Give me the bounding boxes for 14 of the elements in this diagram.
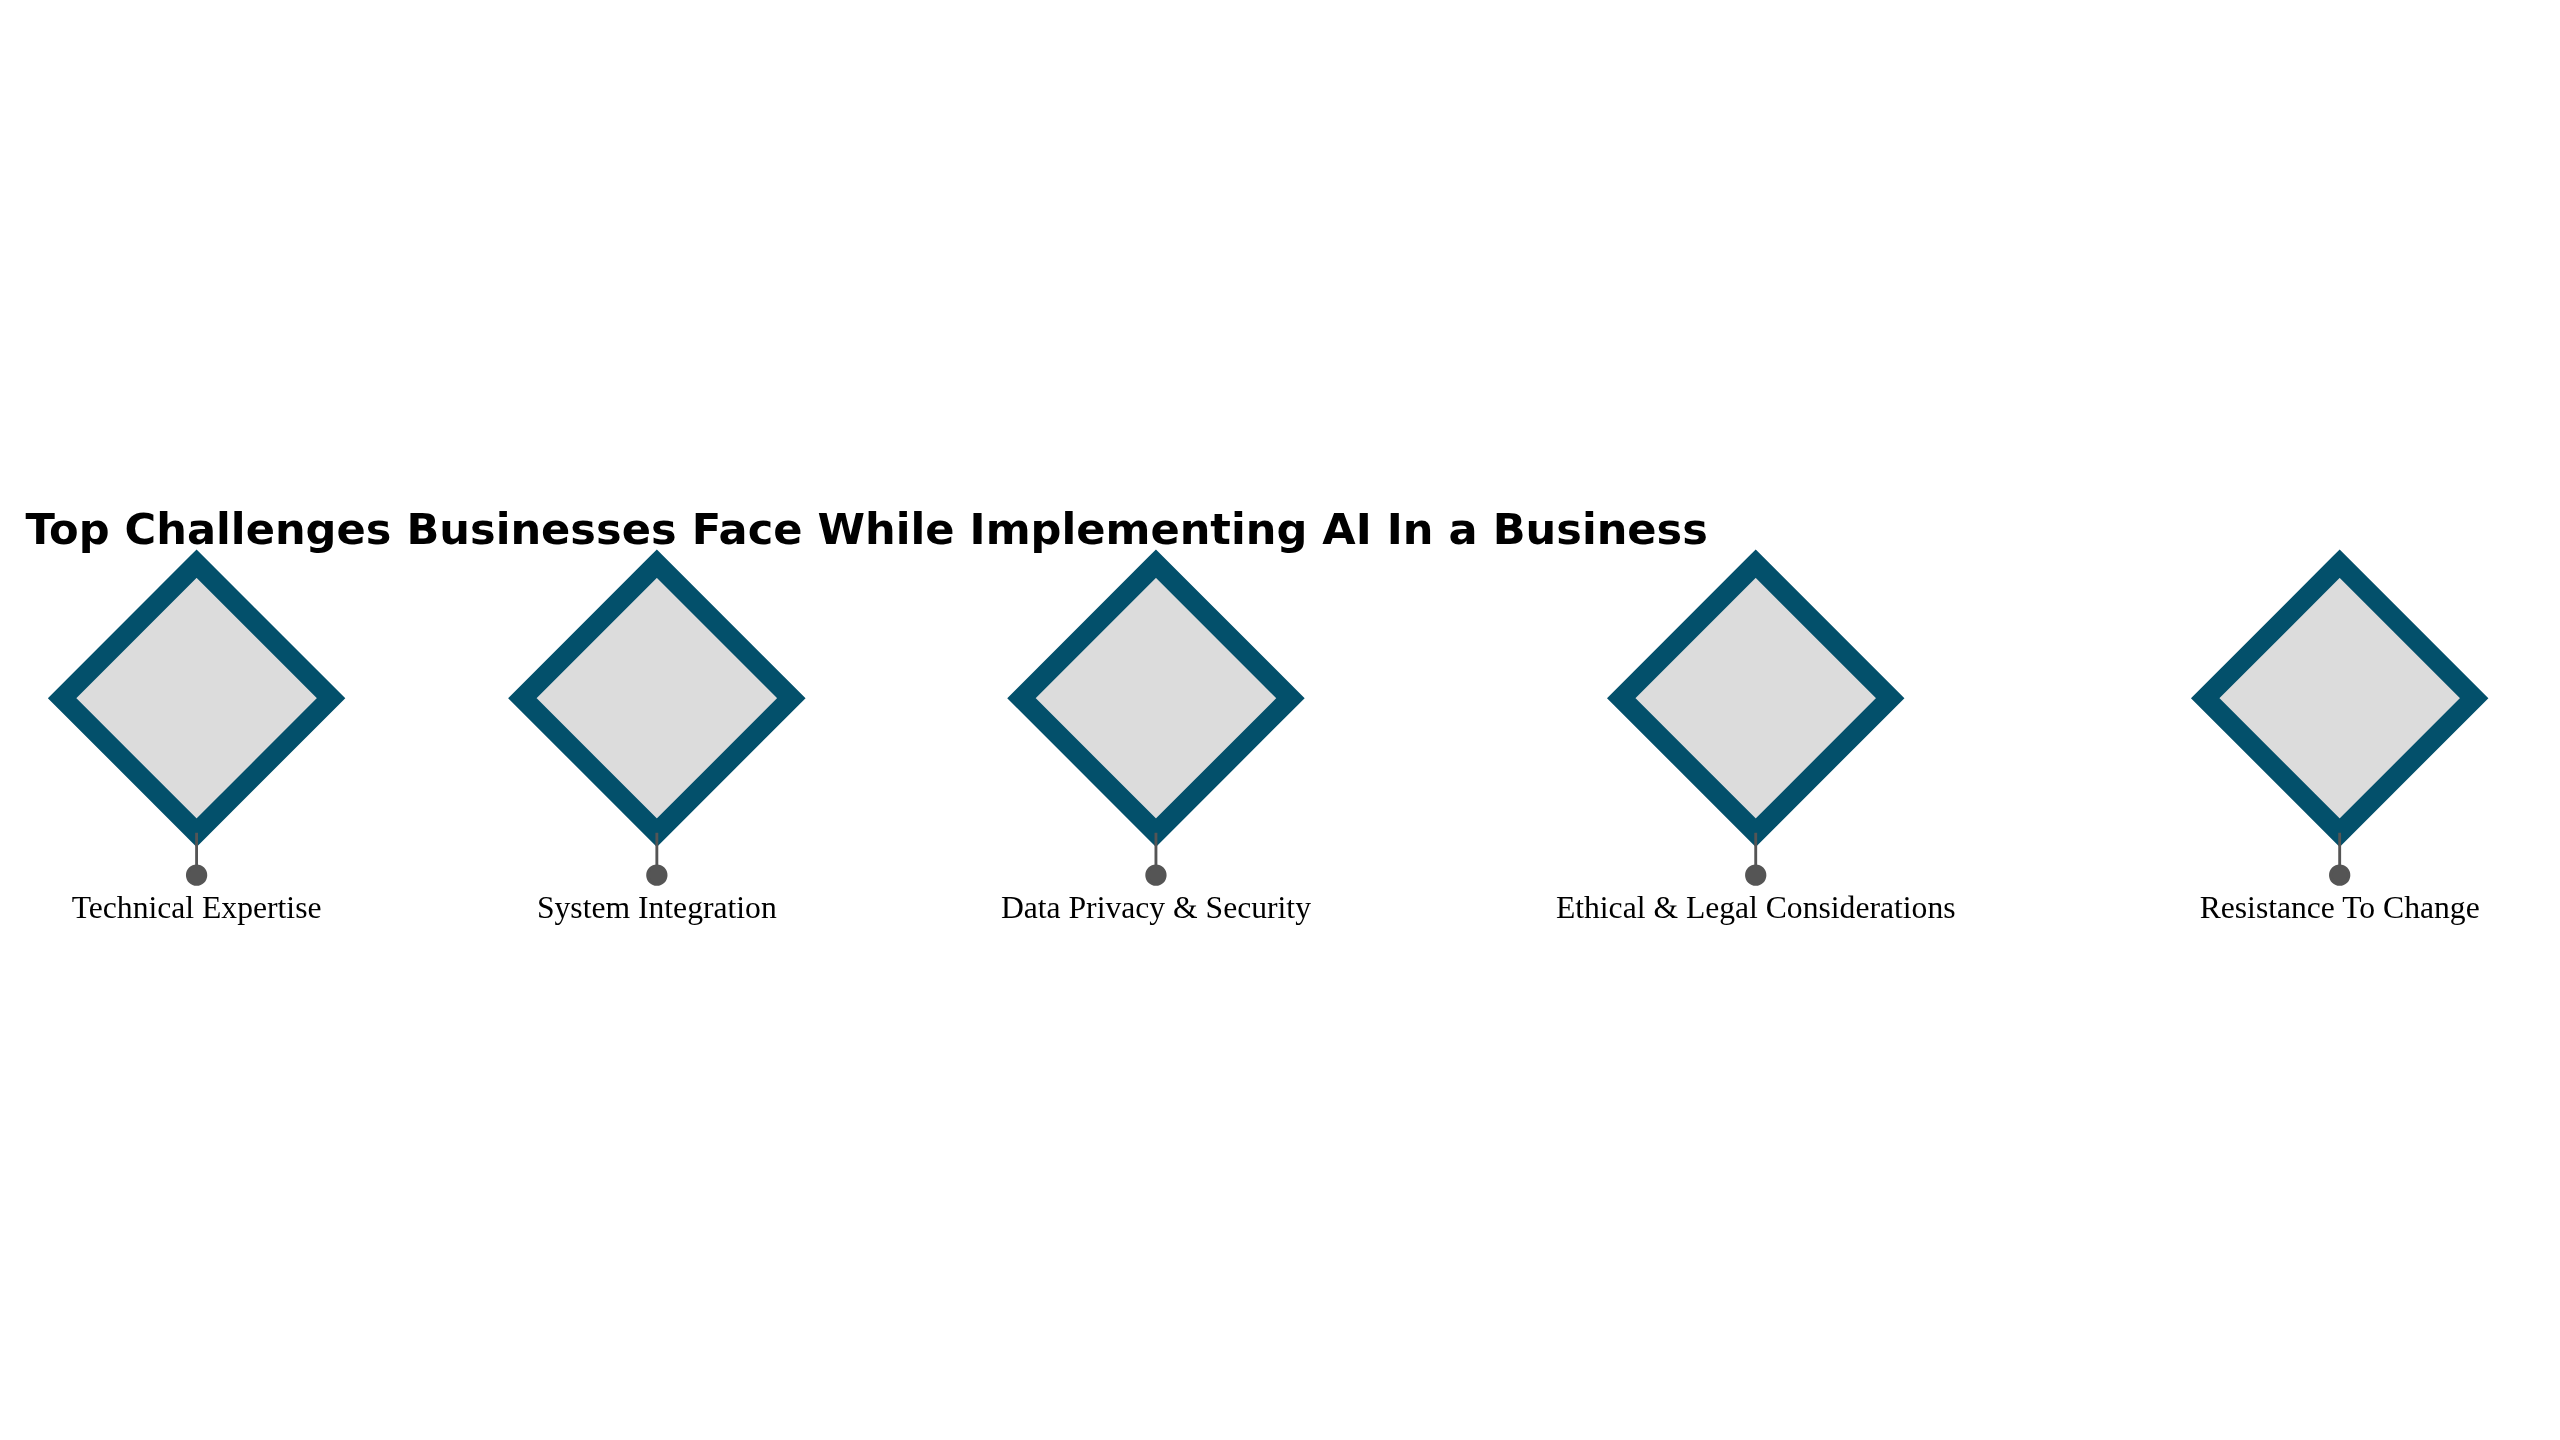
- connector: [185, 832, 208, 886]
- node-text: Technical Expertise: [71, 889, 322, 925]
- node-text: System Integration: [536, 889, 777, 925]
- connector: [646, 832, 668, 886]
- node-text: Ethical & Legal Considerations: [1555, 889, 1956, 925]
- node-diamond: [2190, 548, 2489, 847]
- node-text: Data Privacy & Security: [1000, 889, 1311, 925]
- connector: [1145, 832, 1167, 886]
- connector: [1745, 832, 1767, 886]
- node-text: Resistance To Change: [2199, 889, 2480, 925]
- node-diamond: [1607, 548, 1905, 847]
- node-diamond: [508, 548, 806, 847]
- diagram-title: Top Challenges Businesses Face While Implementing AI In a Business: [25, 503, 1708, 554]
- connector: [2329, 832, 2351, 886]
